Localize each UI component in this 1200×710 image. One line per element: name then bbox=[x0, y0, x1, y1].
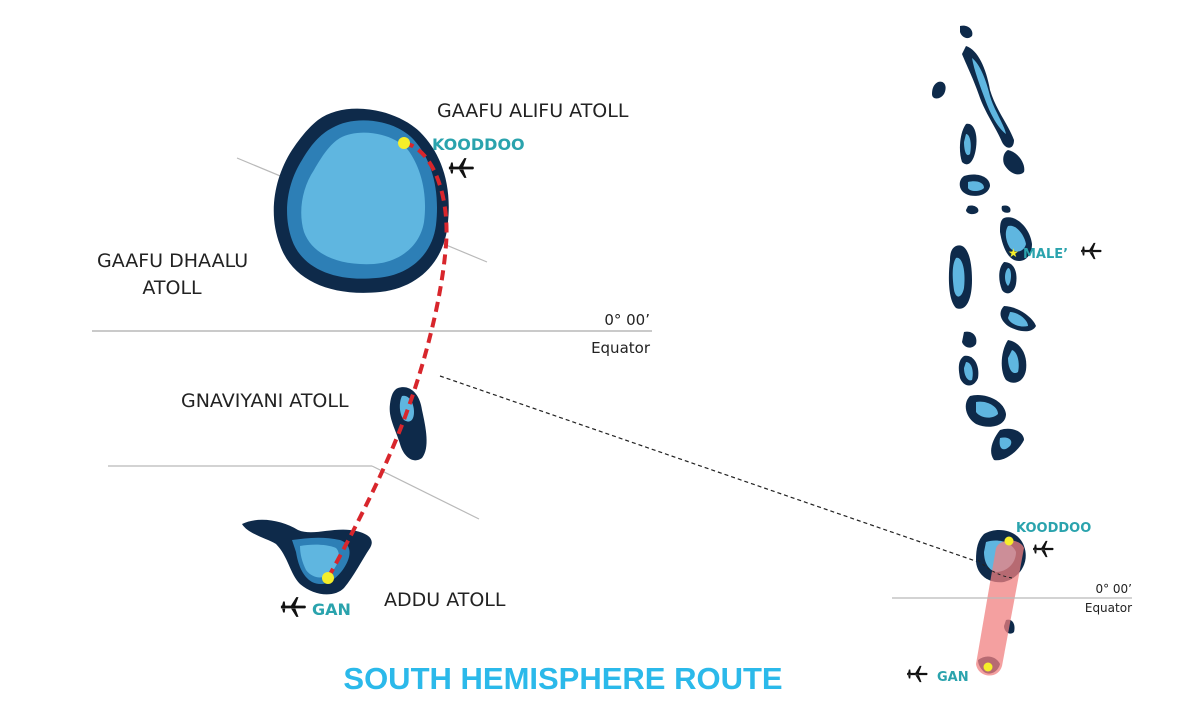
gaafu-atoll-shape bbox=[273, 108, 449, 293]
overview-map: ★ MALE’ KOODDOO 0° 00’ Equator GAN bbox=[892, 25, 1132, 685]
overview-kooddoo-label: KOODDOO bbox=[1016, 521, 1091, 536]
airplane-icon bbox=[1033, 540, 1054, 558]
grid-line bbox=[371, 465, 480, 520]
addu-atoll-shape bbox=[242, 519, 372, 595]
kooddoo-airport-dot bbox=[398, 137, 410, 149]
overview-equator-label: Equator bbox=[1085, 601, 1132, 615]
airplane-icon bbox=[1081, 242, 1102, 260]
kooddoo-label: KOODDOO bbox=[432, 135, 525, 154]
flight-route bbox=[326, 141, 449, 579]
gnaviyani-atoll-shape bbox=[389, 387, 427, 461]
addu-label: ADDU ATOLL bbox=[384, 589, 506, 611]
airplane-icon bbox=[280, 597, 306, 617]
overview-gan-dot bbox=[983, 662, 993, 672]
map-title: SOUTH HEMISPHERE ROUTE bbox=[343, 661, 782, 696]
overview-equator-coord: 0° 00’ bbox=[1095, 582, 1132, 596]
gan-label: GAN bbox=[312, 600, 351, 619]
airplane-icon bbox=[448, 158, 474, 178]
overview-zoom-curve bbox=[977, 559, 1013, 579]
gaafu-dhaalu-label-line1: GAAFU DHAALU bbox=[97, 250, 248, 272]
gnaviyani-label: GNAVIYANI ATOLL bbox=[181, 390, 349, 412]
overview-kooddoo-dot bbox=[1004, 536, 1014, 546]
overview-male-label: MALE’ bbox=[1023, 247, 1068, 262]
overview-lagoons bbox=[952, 58, 1028, 572]
star-icon: ★ bbox=[1008, 246, 1019, 260]
gaafu-dhaalu-label-line2: ATOLL bbox=[142, 277, 202, 299]
airplane-icon bbox=[907, 665, 928, 683]
overview-gan-label: GAN bbox=[937, 670, 969, 685]
gan-airport-dot bbox=[322, 572, 334, 584]
overview-atolls bbox=[932, 25, 1036, 674]
detail-map: GAAFU ALIFU ATOLL KOODDOO GAAFU DHAALU A… bbox=[92, 100, 652, 619]
equator-coord-label: 0° 00’ bbox=[604, 311, 650, 329]
route-highlight bbox=[976, 540, 1024, 676]
zoom-connector-line bbox=[439, 375, 991, 567]
gaafu-alifu-label: GAAFU ALIFU ATOLL bbox=[437, 100, 629, 122]
equator-label: Equator bbox=[591, 339, 651, 357]
